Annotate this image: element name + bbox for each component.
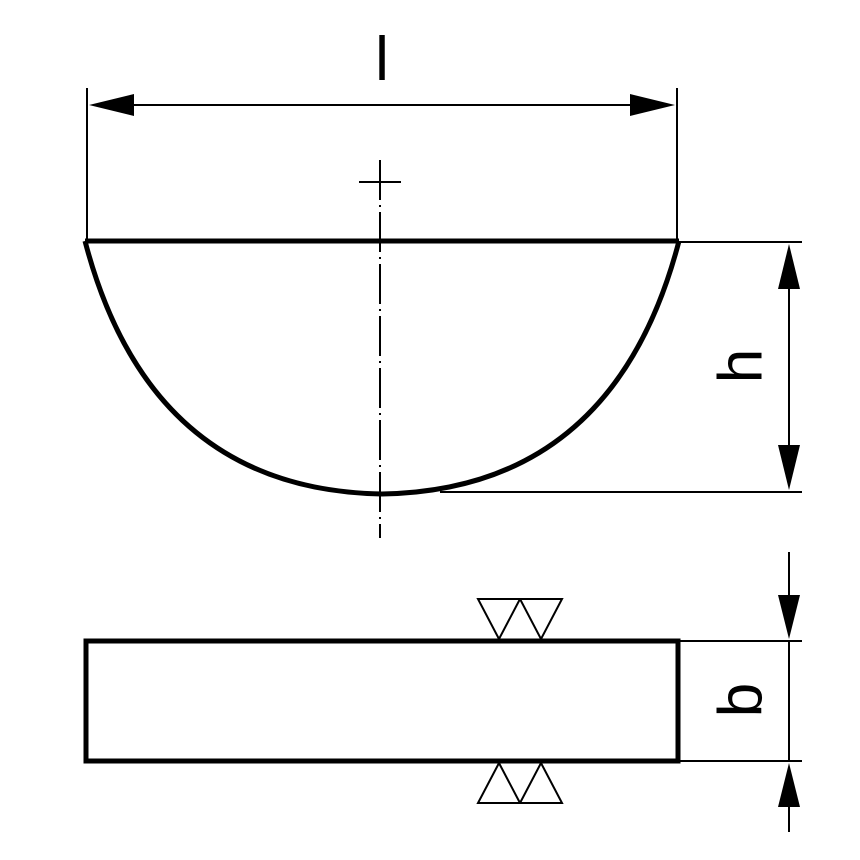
triangle-icon: [476, 760, 522, 804]
side-view: [83, 638, 681, 764]
width-label: b: [706, 683, 775, 717]
height-arrow-bottom: [778, 445, 800, 490]
height-arrow-top: [778, 244, 800, 289]
surface-finish-symbol-bottom: [476, 760, 564, 804]
length-arrow-right: [630, 94, 675, 116]
width-dimension: b: [678, 552, 802, 832]
arc-outline: [82, 240, 682, 497]
height-label: h: [706, 349, 775, 383]
length-dimension: l: [86, 25, 678, 241]
width-arrow-top: [778, 595, 800, 639]
surface-finish-symbol-top: [476, 598, 564, 642]
front-view: [82, 160, 682, 538]
width-arrow-bottom: [778, 763, 800, 807]
triangle-icon: [476, 598, 522, 642]
triangle-icon: [518, 598, 564, 642]
side-view-rectangle: [83, 638, 681, 764]
length-arrow-left: [89, 94, 134, 116]
triangle-icon: [518, 760, 564, 804]
length-label: l: [375, 25, 389, 94]
height-dimension: h: [440, 241, 802, 493]
